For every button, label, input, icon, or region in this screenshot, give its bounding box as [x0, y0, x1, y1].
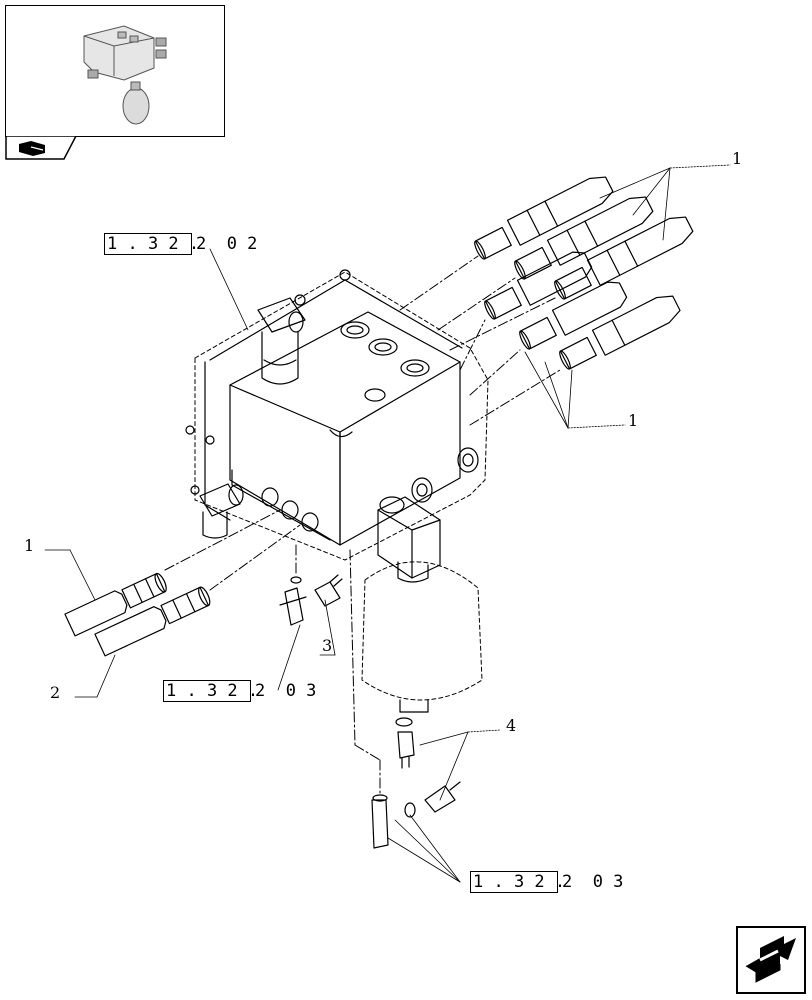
- ref-tail-203-b: 2 0 3: [562, 872, 624, 892]
- ref-tail-203-a: 2 0 3: [255, 681, 317, 701]
- thumbnail-tab[interactable]: [5, 135, 78, 160]
- spool-left-1[interactable]: [64, 570, 169, 637]
- spool-set-right[interactable]: [471, 172, 696, 374]
- elbow-fitting-top[interactable]: [257, 297, 306, 385]
- assembly-thumbnail-icon: [83, 25, 167, 125]
- callout-1-left[interactable]: 1: [24, 536, 35, 555]
- ref-box-1-32-202[interactable]: 1 . 3 2 .: [104, 233, 199, 255]
- pressure-switch-4a[interactable]: [395, 717, 415, 769]
- book-icon: [5, 135, 78, 160]
- callout-3[interactable]: 3: [322, 636, 333, 655]
- accumulator[interactable]: [361, 496, 483, 713]
- valve-block[interactable]: [185, 269, 489, 561]
- next-page-button[interactable]: [736, 926, 806, 994]
- spool-left-2[interactable]: [94, 584, 213, 657]
- pressure-switch-4b[interactable]: [404, 781, 461, 818]
- hose-adapter[interactable]: [371, 794, 389, 849]
- ref-box-1-32-203-a[interactable]: 1 . 3 2 .: [163, 680, 258, 702]
- callout-1-mid[interactable]: 1: [628, 411, 639, 430]
- thumbnail-frame[interactable]: [5, 5, 225, 137]
- elbow-fitting-left[interactable]: [199, 483, 244, 539]
- callout-1-top[interactable]: 1: [732, 149, 743, 168]
- tee-fitting[interactable]: [279, 576, 307, 626]
- ref-box-1-32-203-b[interactable]: 1 . 3 2 .: [470, 871, 565, 893]
- callout-4[interactable]: 4: [506, 716, 517, 735]
- pressure-switch-3[interactable]: [314, 574, 343, 607]
- callout-2[interactable]: 2: [50, 683, 61, 702]
- ref-tail-202: 2 0 2: [196, 234, 258, 254]
- page-forward-arrow-icon: [736, 926, 806, 994]
